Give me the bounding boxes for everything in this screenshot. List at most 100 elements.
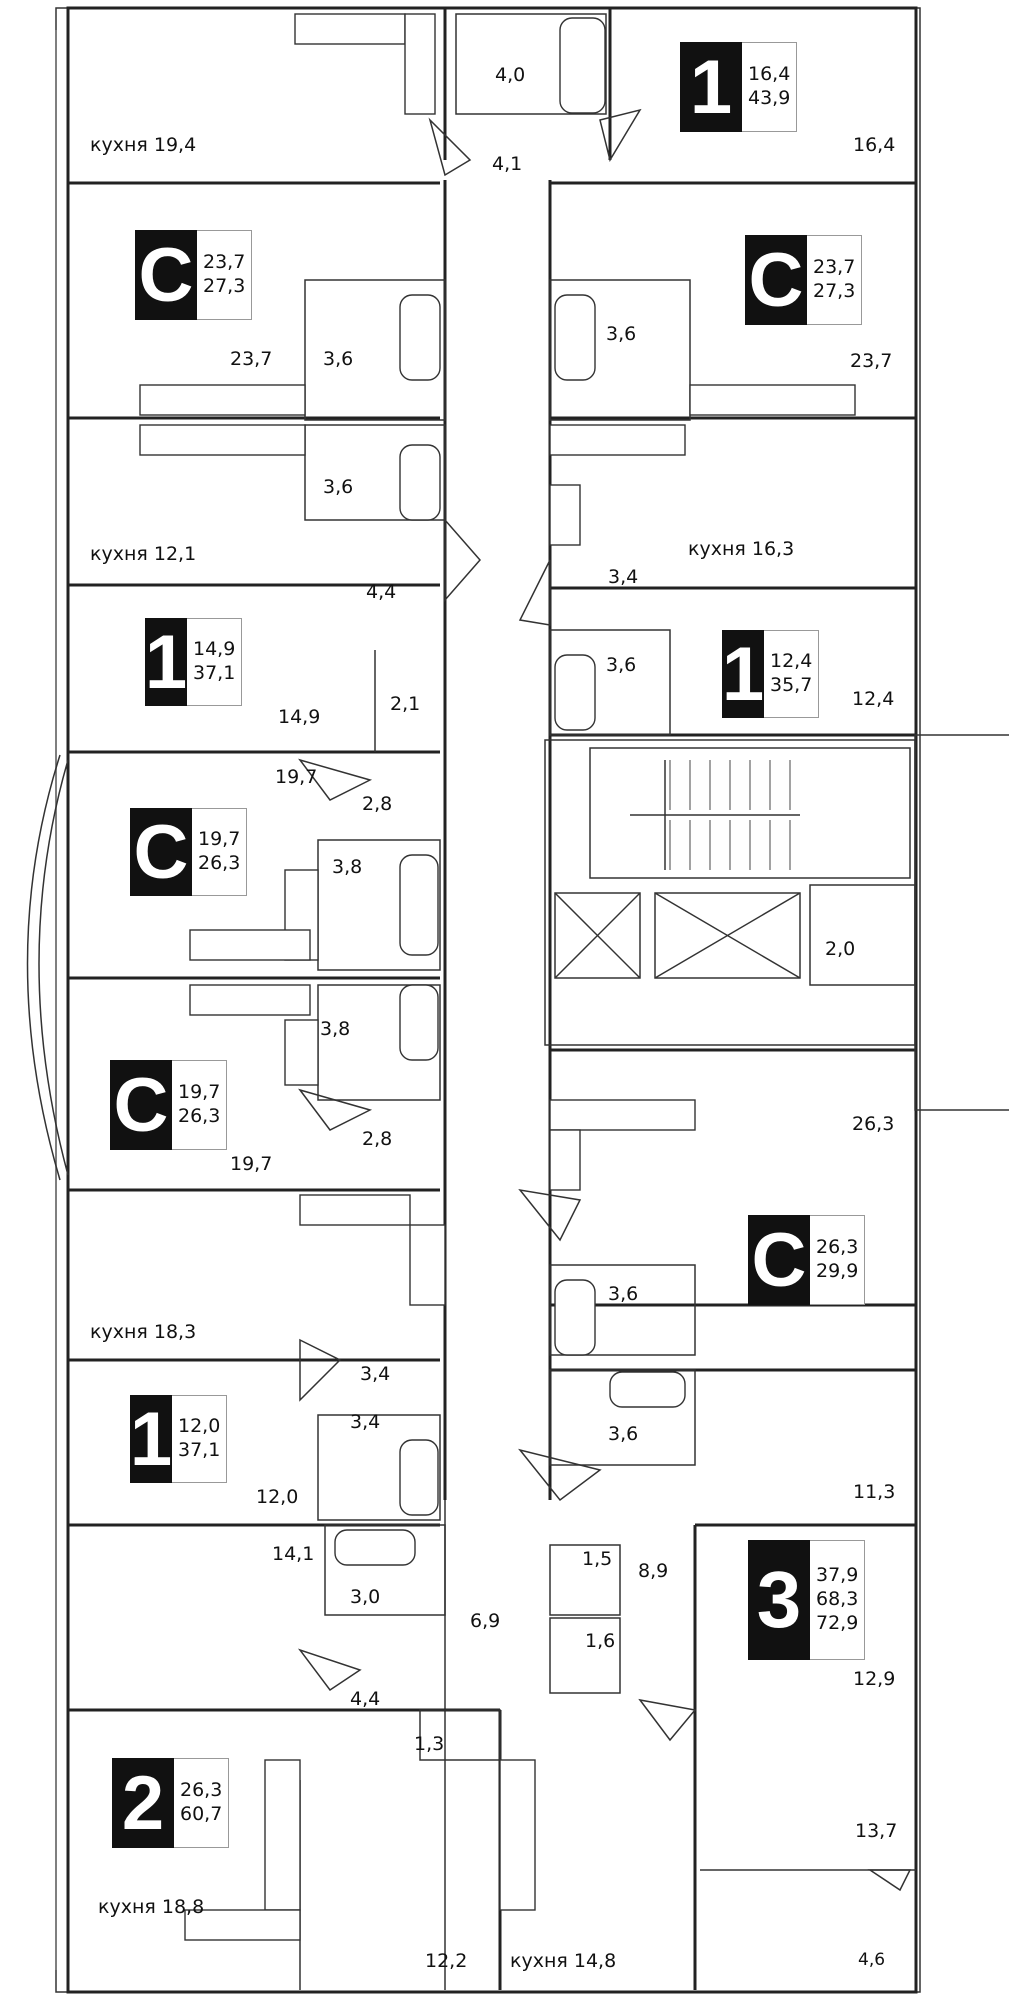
apartment-badge-8: C 26,3 29,9 bbox=[748, 1215, 866, 1305]
apartment-type-label: 2 bbox=[112, 1758, 174, 1848]
room-label: кухня 16,3 bbox=[688, 538, 795, 560]
room-label: 12,0 bbox=[256, 1486, 299, 1508]
apartment-area-box: 26,3 60,7 bbox=[174, 1758, 230, 1848]
room-label: 16,4 bbox=[853, 134, 896, 156]
room-label: 12,4 bbox=[852, 688, 895, 710]
apartment-type-label: 1 bbox=[129, 1395, 173, 1483]
room-label: кухня 19,4 bbox=[90, 134, 197, 156]
room-label: 14,1 bbox=[272, 1543, 315, 1565]
total-area: 35,7 bbox=[770, 674, 813, 696]
room-label: 3,6 bbox=[323, 348, 354, 370]
apartment-area-box: 26,3 29,9 bbox=[810, 1215, 866, 1305]
living-area: 12,0 bbox=[178, 1415, 221, 1438]
room-label: 2,8 bbox=[362, 1128, 393, 1150]
living-area: 14,9 bbox=[193, 638, 236, 661]
apartment-type-label: C bbox=[748, 1215, 810, 1305]
room-label: 3,6 bbox=[323, 476, 354, 498]
total-area: 72,9 bbox=[816, 1611, 859, 1634]
apartment-area-box: 16,4 43,9 bbox=[742, 42, 798, 132]
room-label: 4,0 bbox=[495, 64, 526, 86]
room-label: 1,6 bbox=[585, 1630, 616, 1652]
apartment-badge-1: 1 16,4 43,9 bbox=[680, 42, 798, 132]
room-label: 2,8 bbox=[362, 793, 393, 815]
total-area: 43,9 bbox=[748, 87, 791, 109]
apartment-badge-3: C 23,7 27,3 bbox=[745, 235, 863, 325]
living-area: 37,9 bbox=[816, 1564, 859, 1587]
room-label: 3,4 bbox=[360, 1363, 391, 1385]
room-label: 3,4 bbox=[608, 566, 639, 588]
apartment-type-label: 1 bbox=[680, 42, 742, 132]
room-label: 3,6 bbox=[606, 654, 637, 676]
room-label: 4,6 bbox=[858, 1950, 886, 1970]
room-label: 2,0 bbox=[825, 938, 856, 960]
room-label: 23,7 bbox=[850, 350, 893, 372]
apartment-badge-10: 3 37,9 68,3 72,9 bbox=[748, 1540, 866, 1660]
room-label: 4,4 bbox=[366, 581, 397, 603]
room-label: 2,1 bbox=[390, 693, 421, 715]
room-label: 14,9 bbox=[278, 706, 321, 728]
living-area: 26,3 bbox=[816, 1236, 859, 1259]
partition-walls bbox=[68, 181, 916, 1990]
room-label: 12,2 bbox=[425, 1950, 468, 1972]
apartment-badge-11: 2 26,3 60,7 bbox=[112, 1758, 230, 1848]
apartment-area-box: 19,7 26,3 bbox=[192, 808, 248, 896]
room-label: кухня 18,3 bbox=[90, 1321, 197, 1343]
room-label: 1,3 bbox=[414, 1733, 445, 1755]
room-label: кухня 18,8 bbox=[98, 1896, 205, 1918]
apartment-badge-6: C 19,7 26,3 bbox=[130, 808, 248, 896]
kitchen-units bbox=[139, 13, 856, 1941]
room-label: 3,6 bbox=[608, 1283, 639, 1305]
living-area: 19,7 bbox=[178, 1081, 221, 1104]
total-area: 37,1 bbox=[178, 1439, 221, 1461]
apartment-badge-7: C 19,7 26,3 bbox=[110, 1060, 228, 1150]
living-area: 23,7 bbox=[813, 256, 856, 279]
room-label: 19,7 bbox=[230, 1153, 273, 1175]
apartment-type-label: 1 bbox=[721, 630, 765, 718]
apartment-type-label: C bbox=[110, 1060, 172, 1150]
living-area: 16,4 bbox=[748, 63, 791, 86]
living-area: 26,3 bbox=[180, 1779, 223, 1802]
room-label: кухня 12,1 bbox=[90, 543, 197, 565]
living-area: 23,7 bbox=[203, 251, 246, 274]
apartment-type-label: C bbox=[135, 230, 197, 320]
room-label: 19,7 bbox=[275, 766, 318, 788]
room-label: 3,6 bbox=[606, 323, 637, 345]
apartment-area-box: 14,9 37,1 bbox=[187, 618, 243, 706]
room-label: 26,3 bbox=[852, 1113, 895, 1135]
apartment-area-box: 23,7 27,3 bbox=[807, 235, 863, 325]
room-label: кухня 14,8 bbox=[510, 1950, 617, 1972]
outer-walls bbox=[66, 6, 918, 1994]
room-label: 13,7 bbox=[855, 1820, 898, 1842]
room-label: 23,7 bbox=[230, 348, 273, 370]
apartment-area-box: 19,7 26,3 bbox=[172, 1060, 228, 1150]
apartment-area-box: 12,4 35,7 bbox=[764, 630, 820, 718]
total-area: 26,3 bbox=[178, 1105, 221, 1127]
room-label: 11,3 bbox=[853, 1481, 896, 1503]
apartment-area-box: 23,7 27,3 bbox=[197, 230, 253, 320]
total-area: 37,1 bbox=[193, 662, 236, 684]
room-label: 3,0 bbox=[350, 1586, 381, 1608]
total-area: 29,9 bbox=[816, 1260, 859, 1282]
room-label: 3,8 bbox=[332, 856, 363, 878]
apartment-type-label: 1 bbox=[144, 618, 188, 706]
total-area: 26,3 bbox=[198, 852, 241, 874]
living-area-total: 68,3 bbox=[816, 1588, 859, 1611]
apartment-badge-4: 1 14,9 37,1 bbox=[144, 618, 243, 706]
stair-elevator-core bbox=[544, 734, 1009, 1111]
room-label: 1,5 bbox=[582, 1548, 613, 1570]
doors bbox=[297, 108, 912, 1892]
room-label: 3,4 bbox=[350, 1411, 381, 1433]
room-label: 8,9 bbox=[638, 1560, 669, 1582]
room-label: 3,6 bbox=[608, 1423, 639, 1445]
apartment-badge-9: 1 12,0 37,1 bbox=[129, 1395, 228, 1483]
bay-window bbox=[26, 754, 69, 1181]
room-label: 6,9 bbox=[470, 1610, 501, 1632]
total-area: 27,3 bbox=[203, 275, 246, 297]
apartment-badge-5: 1 12,4 35,7 bbox=[721, 630, 820, 718]
living-area: 19,7 bbox=[198, 828, 241, 851]
apartment-type-label: C bbox=[130, 808, 192, 896]
bathtubs bbox=[334, 17, 686, 1566]
bathrooms bbox=[304, 13, 696, 1761]
room-label: 4,1 bbox=[492, 153, 523, 175]
